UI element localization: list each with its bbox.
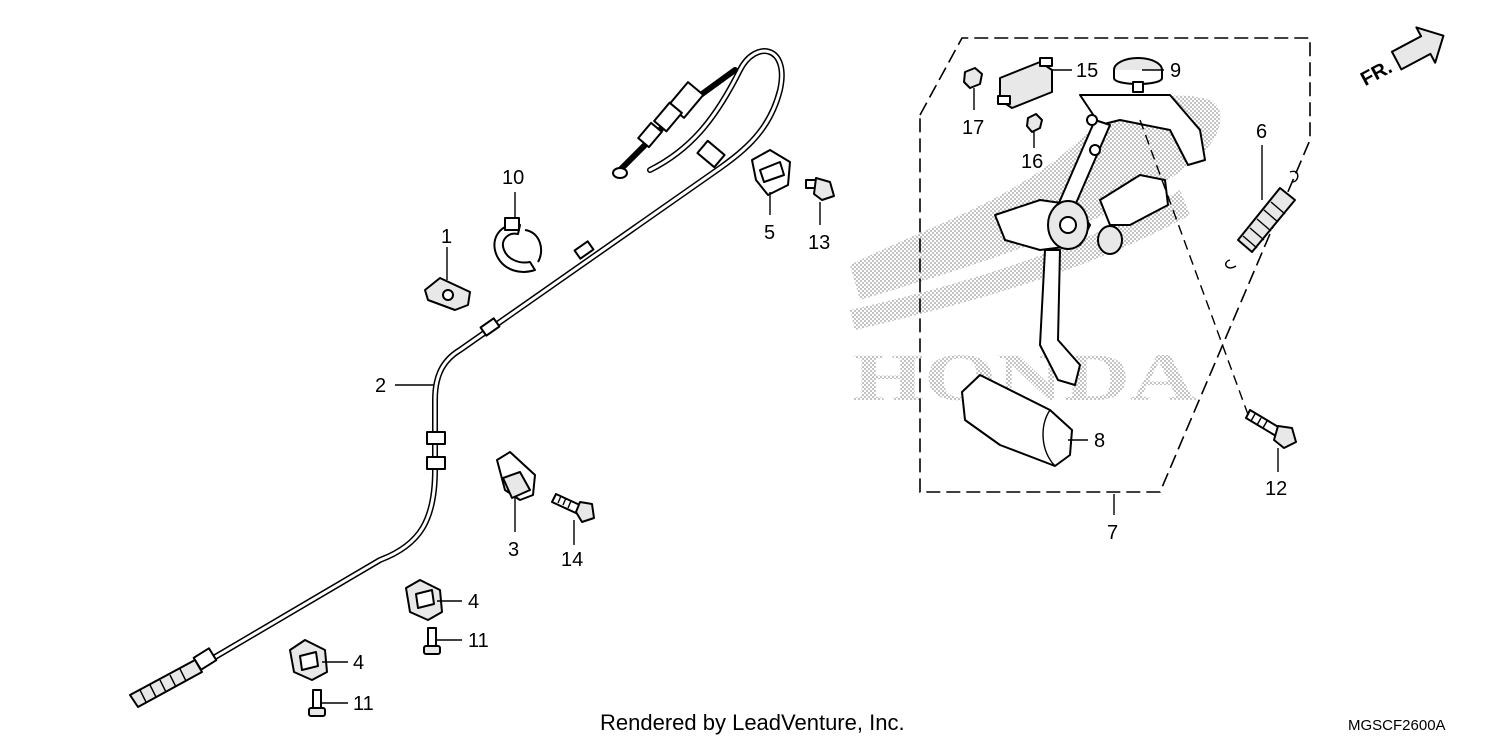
spring-part-6[interactable] — [1225, 170, 1299, 269]
front-direction-arrow: FR. — [1357, 26, 1445, 91]
bracket-part-3[interactable] — [496, 451, 536, 501]
holder-part-5[interactable] — [751, 149, 791, 196]
callout-11-lower: 11 — [353, 693, 374, 715]
nut-part-16[interactable] — [1026, 113, 1043, 133]
callout-10: 10 — [502, 167, 524, 189]
clip-part-4-upper[interactable] — [405, 579, 443, 621]
footer-diagram-code: MGSCF2600A — [1348, 717, 1446, 734]
callout-2: 2 — [375, 375, 386, 397]
honda-watermark: HONDA — [850, 95, 1221, 415]
bolt-part-13[interactable] — [805, 177, 835, 201]
callout-11-upper: 11 — [468, 630, 489, 652]
clamp-part-10[interactable] — [493, 217, 543, 273]
callout-6: 6 — [1256, 121, 1267, 143]
assembly-7-boundary — [919, 37, 1311, 493]
screw-part-11-lower[interactable] — [308, 689, 326, 717]
callout-12: 12 — [1265, 478, 1287, 500]
callout-4-lower: 4 — [353, 652, 364, 674]
pedal-pad-part-8[interactable] — [961, 374, 1073, 467]
footer-credit: Rendered by LeadVenture, Inc. — [600, 710, 905, 735]
cap-part-9[interactable] — [1113, 57, 1163, 93]
front-direction-label: FR. — [1357, 56, 1396, 91]
callout-3: 3 — [508, 539, 519, 561]
callout-8: 8 — [1094, 430, 1105, 452]
callout-labels: 1 2 3 4 4 5 6 7 8 9 10 11 11 12 13 14 15… — [353, 60, 1287, 715]
switch-part-15[interactable] — [997, 57, 1053, 109]
callout-15: 15 — [1076, 60, 1098, 82]
honda-wing-logo — [850, 95, 1221, 300]
clip-part-4-lower[interactable] — [289, 639, 328, 681]
bolt-part-12[interactable] — [1245, 409, 1297, 449]
callout-5: 5 — [764, 222, 775, 244]
bolt-part-14[interactable] — [551, 493, 595, 523]
clip-part-1[interactable] — [424, 277, 471, 311]
callout-9: 9 — [1170, 60, 1181, 82]
callout-13: 13 — [808, 232, 830, 254]
callout-1: 1 — [441, 226, 452, 248]
screw-part-11-upper[interactable] — [423, 627, 441, 655]
callout-16: 16 — [1021, 151, 1043, 173]
leader-lines — [322, 69, 1279, 704]
cable-part-2[interactable] — [129, 48, 785, 708]
nut-part-17[interactable] — [963, 67, 983, 89]
pedal-arm-part-7[interactable] — [994, 94, 1206, 386]
callout-7: 7 — [1107, 522, 1118, 544]
callout-14: 14 — [561, 549, 583, 571]
callout-4-upper: 4 — [468, 591, 479, 613]
callout-17: 17 — [962, 117, 984, 139]
